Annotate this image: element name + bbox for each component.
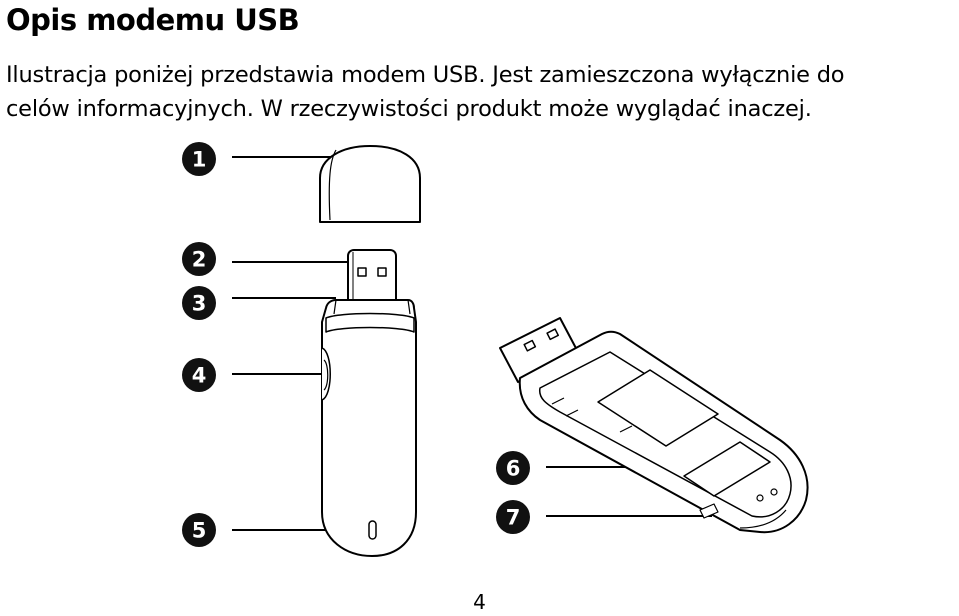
page-title: Opis modemu USB <box>6 3 300 37</box>
callout-2: 2 <box>182 242 356 276</box>
intro-line-1: Ilustracja poniżej przedstawia modem USB… <box>6 62 845 88</box>
callout-number: 5 <box>192 519 207 543</box>
modem-cap <box>319 145 421 223</box>
callout-number: 4 <box>192 364 207 388</box>
callout-number: 2 <box>192 248 207 272</box>
modem-body <box>321 299 417 557</box>
page-number: 4 <box>473 590 486 614</box>
callout-number: 1 <box>192 148 207 172</box>
callout-3: 3 <box>182 286 336 320</box>
callout-number: 7 <box>506 506 521 530</box>
modem-back-view <box>499 317 809 534</box>
usb-connector <box>347 249 397 300</box>
callout-5: 5 <box>182 513 372 547</box>
callout-4: 4 <box>182 358 326 392</box>
intro-line-2: celów informacyjnych. W rzeczywistości p… <box>6 96 812 122</box>
intro-paragraph: Ilustracja poniżej przedstawia modem USB… <box>6 58 956 126</box>
callout-7: 7 <box>496 500 712 534</box>
callout-6: 6 <box>496 451 700 485</box>
callout-1: 1 <box>182 142 332 176</box>
callout-number: 3 <box>192 292 207 316</box>
callout-number: 6 <box>506 457 521 481</box>
